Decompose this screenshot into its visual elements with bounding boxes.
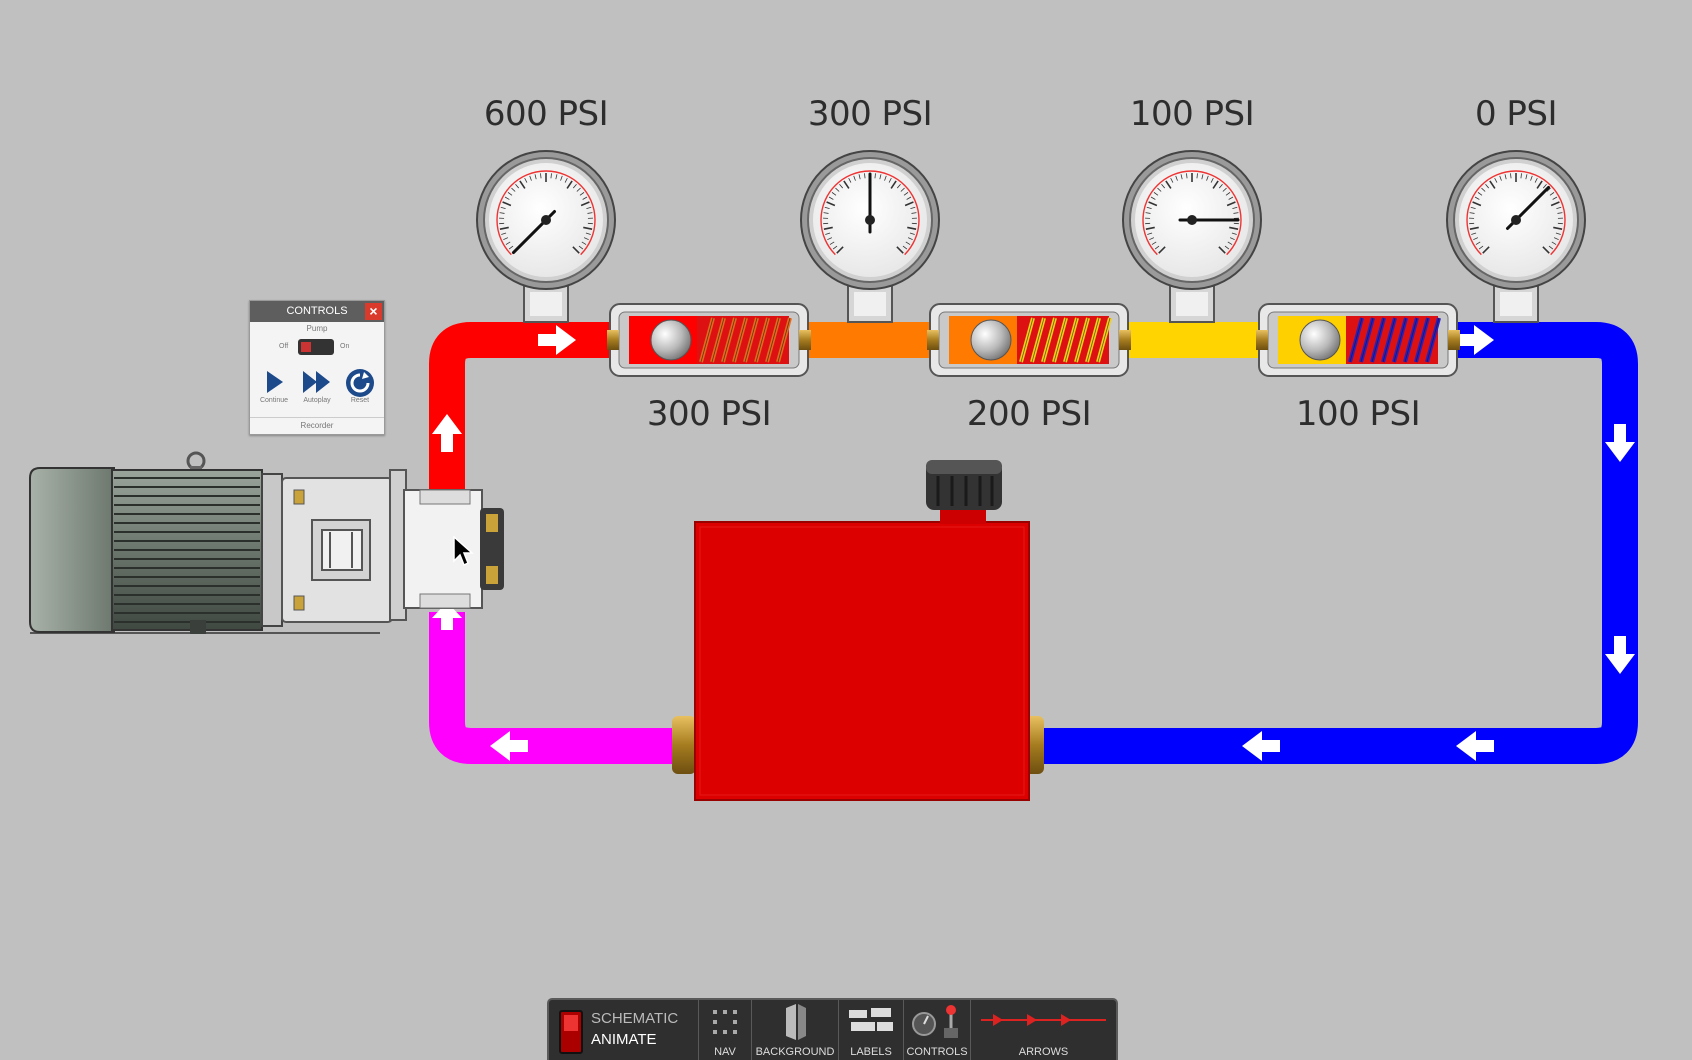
valve-label: 100 PSI	[1296, 394, 1420, 434]
play-icon	[259, 367, 289, 397]
controls-panel: CONTROLS × Pump Off On Continue Autoplay…	[249, 300, 385, 435]
check-ball	[1300, 320, 1340, 360]
controls-button[interactable]: CONTROLS	[904, 1000, 971, 1060]
animate-label: ANIMATE	[591, 1031, 657, 1048]
background-label: BACKGROUND	[752, 1046, 838, 1058]
valve-label: 300 PSI	[647, 394, 771, 434]
labels-label: LABELS	[839, 1046, 903, 1058]
check-ball	[971, 320, 1011, 360]
check-ball	[651, 320, 691, 360]
fast-forward-icon	[300, 367, 334, 397]
mouse-cursor-icon	[452, 535, 474, 567]
reset-button[interactable]: Reset	[340, 367, 380, 411]
reset-icon	[344, 367, 376, 399]
pressure-gauge	[477, 151, 615, 322]
pressure-line-600	[447, 340, 620, 496]
continue-button[interactable]: Continue	[254, 367, 294, 411]
check-valve	[1256, 304, 1460, 376]
check-valve	[927, 304, 1131, 376]
pump-toggle[interactable]	[298, 339, 334, 355]
pressure-gauge	[801, 151, 939, 322]
arrows-button[interactable]: ARROWS	[971, 1000, 1116, 1060]
check-valves	[607, 304, 1460, 376]
nav-label: NAV	[699, 1046, 751, 1058]
background-button[interactable]: BACKGROUND	[752, 1000, 839, 1060]
nav-icon	[699, 1000, 751, 1044]
gauge-label: 100 PSI	[1130, 94, 1254, 134]
background-icon	[752, 1000, 838, 1044]
continue-label: Continue	[254, 397, 294, 404]
filler-cap-icon	[926, 460, 1002, 510]
schematic-label: SCHEMATIC	[591, 1010, 678, 1027]
controls-label: CONTROLS	[904, 1046, 970, 1058]
pressure-gauges	[477, 151, 1585, 322]
pump-switch: Off On	[250, 339, 384, 355]
controls-panel-header[interactable]: CONTROLS ×	[250, 301, 384, 322]
recorder-label: Recorder	[250, 417, 384, 434]
reservoir-tank	[672, 460, 1044, 800]
electric-motor	[30, 453, 406, 634]
valve-label: 200 PSI	[967, 394, 1091, 434]
nav-button[interactable]: NAV	[699, 1000, 752, 1060]
pressure-gauge	[1447, 151, 1585, 322]
pump-off-label: Off	[279, 343, 288, 350]
controls-title: CONTROLS	[286, 305, 347, 317]
flow-arrows	[432, 325, 1635, 761]
labels-icon	[839, 1000, 903, 1044]
check-valve	[607, 304, 811, 376]
toggle-knob	[301, 342, 311, 352]
gauge-label: 300 PSI	[808, 94, 932, 134]
arrows-label: ARROWS	[971, 1046, 1116, 1058]
schematic-animate-toggle[interactable]: SCHEMATIC ANIMATE	[549, 1000, 699, 1060]
arrows-icon	[971, 1000, 1116, 1044]
gauge-label: 0 PSI	[1475, 94, 1557, 134]
suction-line	[447, 612, 690, 746]
joystick-icon	[904, 1000, 970, 1044]
autoplay-label: Autoplay	[297, 397, 337, 404]
mode-switch-icon	[559, 1010, 583, 1054]
autoplay-button[interactable]: Autoplay	[297, 367, 337, 411]
pump-on-label: On	[340, 343, 349, 350]
bottom-toolbar: SCHEMATIC ANIMATE NAV BACKGROUND LABELS …	[547, 998, 1118, 1060]
pressure-gauge	[1123, 151, 1261, 322]
pump-label: Pump	[250, 324, 384, 333]
gauge-label: 600 PSI	[484, 94, 608, 134]
close-icon[interactable]: ×	[365, 303, 382, 320]
labels-button[interactable]: LABELS	[839, 1000, 904, 1060]
